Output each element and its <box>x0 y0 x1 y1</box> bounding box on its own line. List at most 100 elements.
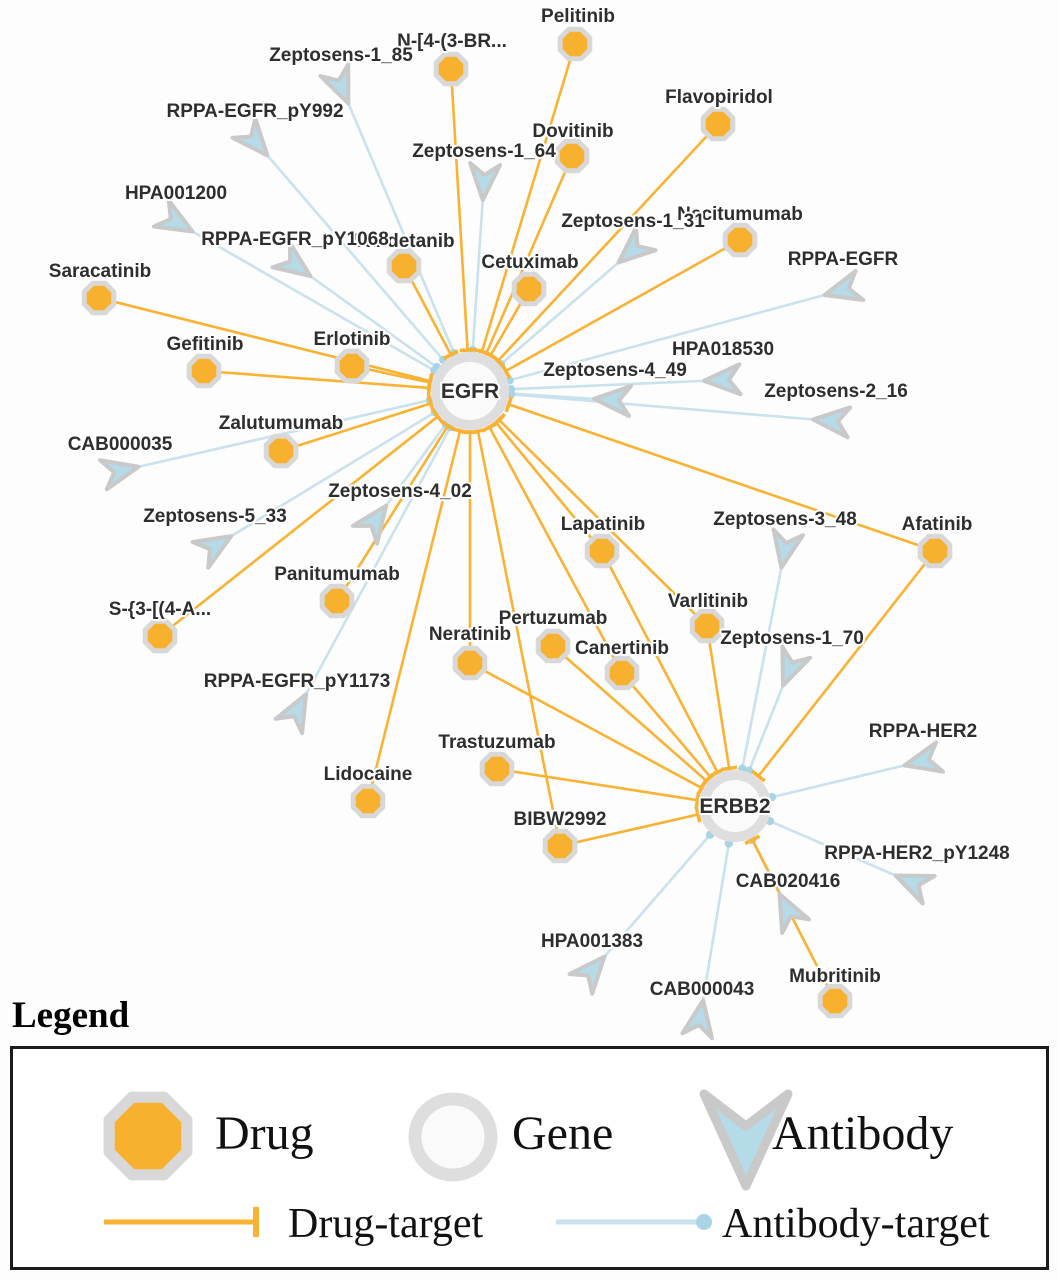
node-zeptosens_3_48[interactable] <box>767 527 805 570</box>
label-zalutumumab: Zalutumumab <box>219 413 344 434</box>
edge-zalutumumab-egfr <box>280 395 436 453</box>
node-vandetanib[interactable] <box>386 248 422 284</box>
node-zeptosens_1_70[interactable] <box>769 644 813 692</box>
node-rppa_egfr[interactable] <box>821 269 866 309</box>
label-zeptosens_1_31: Zeptosens-1_31 <box>561 211 705 232</box>
node-pelitinib[interactable] <box>557 26 593 62</box>
label-cab000043: CAB000043 <box>650 979 755 1000</box>
node-panitumumab[interactable] <box>319 583 355 619</box>
legend-title: Legend <box>12 995 130 1036</box>
edge-trastuzumab-erbb2 <box>496 767 701 809</box>
node-saracatinib[interactable] <box>81 280 117 316</box>
label-erlotinib: Erlotinib <box>313 329 390 350</box>
label-zeptosens_1_70: Zeptosens-1_70 <box>720 628 864 649</box>
node-mubritinib[interactable] <box>817 983 853 1019</box>
label-hpa001383: HPA001383 <box>541 931 643 952</box>
label-rppa_egfr_py992: RPPA-EGFR_pY992 <box>166 101 343 122</box>
node-afatinib[interactable] <box>917 533 953 569</box>
drug-legend-label: Drug <box>215 1107 314 1160</box>
node-trastuzumab[interactable] <box>479 751 515 787</box>
node-hpa001200[interactable] <box>151 198 200 245</box>
node-hpa018530[interactable] <box>702 362 743 397</box>
node-zeptosens_4_02[interactable] <box>350 497 398 546</box>
label-panitumumab: Panitumumab <box>274 564 400 585</box>
node-zeptosens_1_31[interactable] <box>609 225 658 274</box>
antibody-legend-icon <box>699 1089 793 1191</box>
node-zeptosens_5_33[interactable] <box>190 523 239 570</box>
edge-bibw2992-erbb2 <box>559 806 702 848</box>
node-dovitinib[interactable] <box>554 138 590 174</box>
node-zalutumumab[interactable] <box>263 433 299 469</box>
label-erbb2: ERBB2 <box>699 795 770 818</box>
label-flavopiridol: Flavopiridol <box>665 87 773 108</box>
edge-varlitinib-erbb2 <box>705 625 738 772</box>
node-necitumumab[interactable] <box>722 222 758 258</box>
edge-rppa_her2-erbb2 <box>767 759 924 802</box>
label-rppa_her2: RPPA-HER2 <box>869 721 977 742</box>
label-neratinib: Neratinib <box>429 624 511 645</box>
label-zeptosens_1_64: Zeptosens-1_64 <box>412 141 556 162</box>
label-egfr: EGFR <box>441 380 499 403</box>
label-s3_4a: S-{3-[(4-A... <box>109 599 211 620</box>
label-gefitinib: Gefitinib <box>166 334 243 355</box>
label-rppa_egfr: RPPA-EGFR <box>788 249 899 270</box>
label-pertuzumab: Pertuzumab <box>499 608 608 629</box>
node-s3_4a[interactable] <box>142 618 178 654</box>
node-zeptosens_2_16[interactable] <box>811 404 853 440</box>
node-cab000043[interactable] <box>680 998 717 1041</box>
label-pelitinib: Pelitinib <box>541 6 615 27</box>
antibody-target-legend-label: Antibody-target <box>722 1201 990 1247</box>
label-lidocaine: Lidocaine <box>324 764 413 785</box>
node-erbb2[interactable] <box>699 770 771 842</box>
node-rppa_egfr_py1173[interactable] <box>273 687 320 736</box>
label-zeptosens_2_16: Zeptosens-2_16 <box>764 381 908 402</box>
label-rppa_her2_py1248: RPPA-HER2_pY1248 <box>824 843 1010 864</box>
node-lapatinib[interactable] <box>584 533 620 569</box>
label-bibw2992: BIBW2992 <box>514 809 607 830</box>
label-zeptosens_4_49: Zeptosens-4_49 <box>543 360 687 381</box>
node-n4_3br[interactable] <box>433 51 469 87</box>
node-lidocaine[interactable] <box>350 783 386 819</box>
node-neratinib[interactable] <box>452 645 488 681</box>
edge-n4_3br-egfr <box>449 68 476 353</box>
node-egfr[interactable] <box>431 352 509 430</box>
label-vandetanib: Vandetanib <box>353 231 454 252</box>
node-rppa_egfr_py992[interactable] <box>230 116 279 165</box>
edge-layer <box>98 43 937 1020</box>
label-dovitinib: Dovitinib <box>532 121 613 142</box>
node-erlotinib[interactable] <box>334 348 370 384</box>
node-zeptosens_4_49[interactable] <box>592 384 633 419</box>
label-zeptosens_4_02: Zeptosens-4_02 <box>328 481 472 502</box>
node-hpa001383[interactable] <box>567 947 616 996</box>
node-pertuzumab[interactable] <box>535 628 571 664</box>
label-afatinib: Afatinib <box>902 514 973 535</box>
node-cetuximab[interactable] <box>511 271 547 307</box>
node-cab020416[interactable] <box>766 887 812 935</box>
node-canertinib[interactable] <box>604 655 640 691</box>
antibody-target-legend-icon <box>556 1214 712 1230</box>
label-zeptosens_3_48: Zeptosens-3_48 <box>713 509 857 530</box>
gene-legend-icon <box>408 1092 498 1182</box>
gene-legend-label: Gene <box>512 1107 614 1160</box>
node-gefitinib[interactable] <box>186 353 222 389</box>
edge-afatinib-erbb2 <box>751 550 937 783</box>
node-rppa_her2_py1248[interactable] <box>890 862 937 906</box>
node-zeptosens_1_85[interactable] <box>318 62 363 109</box>
drug-legend-icon <box>103 1091 193 1181</box>
node-bibw2992[interactable] <box>542 828 578 864</box>
node-flavopiridol[interactable] <box>700 106 736 142</box>
node-cab000035[interactable] <box>98 452 142 492</box>
label-rppa_egfr_py1068: RPPA-EGFR_pY1068 <box>201 229 389 250</box>
label-saracatinib: Saracatinib <box>49 261 151 282</box>
node-rppa_her2[interactable] <box>901 740 946 780</box>
node-rppa_egfr_py1068[interactable] <box>270 240 319 288</box>
label-hpa001200: HPA001200 <box>125 183 227 204</box>
node-varlitinib[interactable] <box>689 608 725 644</box>
label-trastuzumab: Trastuzumab <box>438 732 555 753</box>
edge-afatinib-egfr <box>504 396 936 553</box>
edge-rppa_egfr_py1068-egfr <box>294 263 441 372</box>
node-zeptosens_1_64[interactable] <box>468 161 503 202</box>
label-n4_3br: N-[4-(3-BR... <box>397 31 507 52</box>
